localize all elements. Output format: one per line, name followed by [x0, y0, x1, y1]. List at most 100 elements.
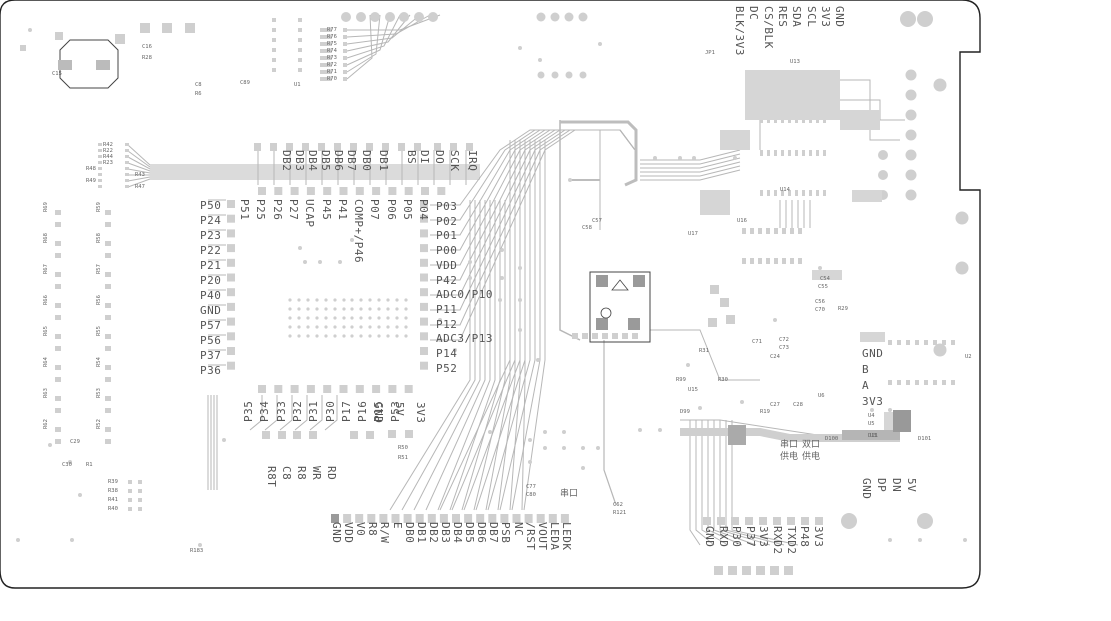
pad: [388, 430, 396, 438]
round-pad: [70, 538, 74, 542]
pad: [227, 273, 235, 282]
pad: [524, 514, 533, 523]
pad: [464, 514, 473, 523]
round-pad: [368, 298, 372, 302]
pad: [286, 143, 293, 151]
rs485-label: A: [862, 379, 870, 392]
pad: [602, 333, 608, 339]
pad: [888, 340, 892, 345]
pad: [298, 58, 302, 62]
pad: [802, 150, 805, 156]
pad: [105, 272, 111, 277]
power-pin-label: 5V: [393, 402, 406, 417]
round-pad: [841, 513, 857, 529]
round-pad: [468, 276, 472, 280]
round-pad: [315, 325, 319, 329]
left-port-label: P50: [200, 199, 222, 212]
pad: [750, 258, 754, 264]
pad: [125, 143, 129, 146]
reset-pin-label: WR: [310, 466, 323, 481]
rs485-label: GND: [862, 347, 884, 360]
pad: [415, 514, 424, 523]
usb-pin-label: DP: [875, 478, 888, 493]
pad: [488, 514, 497, 523]
uart-pin-label: P30: [730, 526, 744, 548]
pad: [476, 514, 485, 523]
pad: [437, 187, 446, 195]
pad: [105, 315, 111, 320]
round-pad: [356, 12, 366, 22]
lcd-pin-label: E: [390, 522, 404, 530]
ref-label: U14: [780, 187, 791, 193]
ref-label: C56: [815, 299, 825, 305]
pad: [55, 222, 61, 227]
pad: [888, 380, 892, 385]
pad: [98, 185, 102, 188]
round-pad: [733, 156, 737, 160]
right-port-label: P12: [436, 317, 458, 331]
oled-pin-label: SDA: [790, 6, 804, 28]
pad: [466, 143, 473, 151]
pad: [379, 514, 388, 523]
pad: [897, 380, 901, 385]
usb-pin-label: 5V: [905, 478, 918, 493]
round-pad: [297, 334, 301, 338]
round-pad: [377, 325, 381, 329]
round-pad: [453, 348, 457, 352]
ref-label: R31: [699, 348, 709, 354]
right-port-label: ADC0/P10: [436, 288, 493, 302]
pad: [708, 318, 717, 327]
ref-label: R53: [96, 388, 102, 398]
oled-pin-label: DC: [747, 6, 761, 21]
db-label: BS: [405, 150, 418, 165]
pad: [334, 143, 341, 151]
ref-label: U15: [688, 387, 698, 393]
round-pad: [359, 316, 363, 320]
pad: [420, 244, 428, 253]
pad: [343, 514, 352, 523]
rs485-label: B: [862, 363, 870, 376]
round-pad: [288, 298, 292, 302]
pad: [788, 150, 791, 156]
pad: [105, 241, 111, 246]
left-port-label: P40: [200, 289, 222, 302]
ref-label: C58: [582, 225, 592, 231]
pad: [125, 173, 129, 176]
trace: [640, 153, 741, 165]
top-port-label: COMP+/P46: [352, 199, 366, 264]
round-pad: [538, 58, 542, 62]
ref-label: U3: [870, 433, 877, 439]
round-pad: [518, 328, 522, 332]
ref-label: R64: [43, 356, 49, 367]
chinese-label: 串口: [780, 440, 799, 450]
db-label: IRQ: [466, 150, 479, 172]
pad: [331, 514, 339, 523]
trace: [324, 395, 338, 431]
pad: [633, 275, 645, 287]
round-pad: [963, 538, 967, 542]
pad: [55, 303, 61, 308]
pad: [272, 18, 276, 22]
ref-label: R59: [96, 202, 102, 212]
db-label: DB6: [332, 150, 345, 172]
pad: [162, 23, 172, 33]
pad: [420, 361, 428, 370]
round-pad: [297, 325, 301, 329]
pad: [774, 228, 778, 234]
ref-label: R29: [838, 306, 848, 312]
bottom-port-label: P34: [258, 400, 272, 422]
left-port-label: P22: [200, 244, 222, 257]
copper-area: [745, 70, 840, 120]
round-pad: [399, 12, 409, 22]
round-pad: [395, 316, 399, 320]
top-port-label: P45: [319, 199, 333, 221]
pad: [343, 63, 347, 67]
pad: [227, 288, 235, 297]
trace: [475, 140, 526, 511]
pad: [323, 385, 332, 393]
trace: [346, 14, 421, 45]
pad: [298, 48, 302, 52]
pad: [781, 190, 784, 196]
pad: [55, 272, 61, 277]
ref-label: R56: [96, 295, 102, 305]
